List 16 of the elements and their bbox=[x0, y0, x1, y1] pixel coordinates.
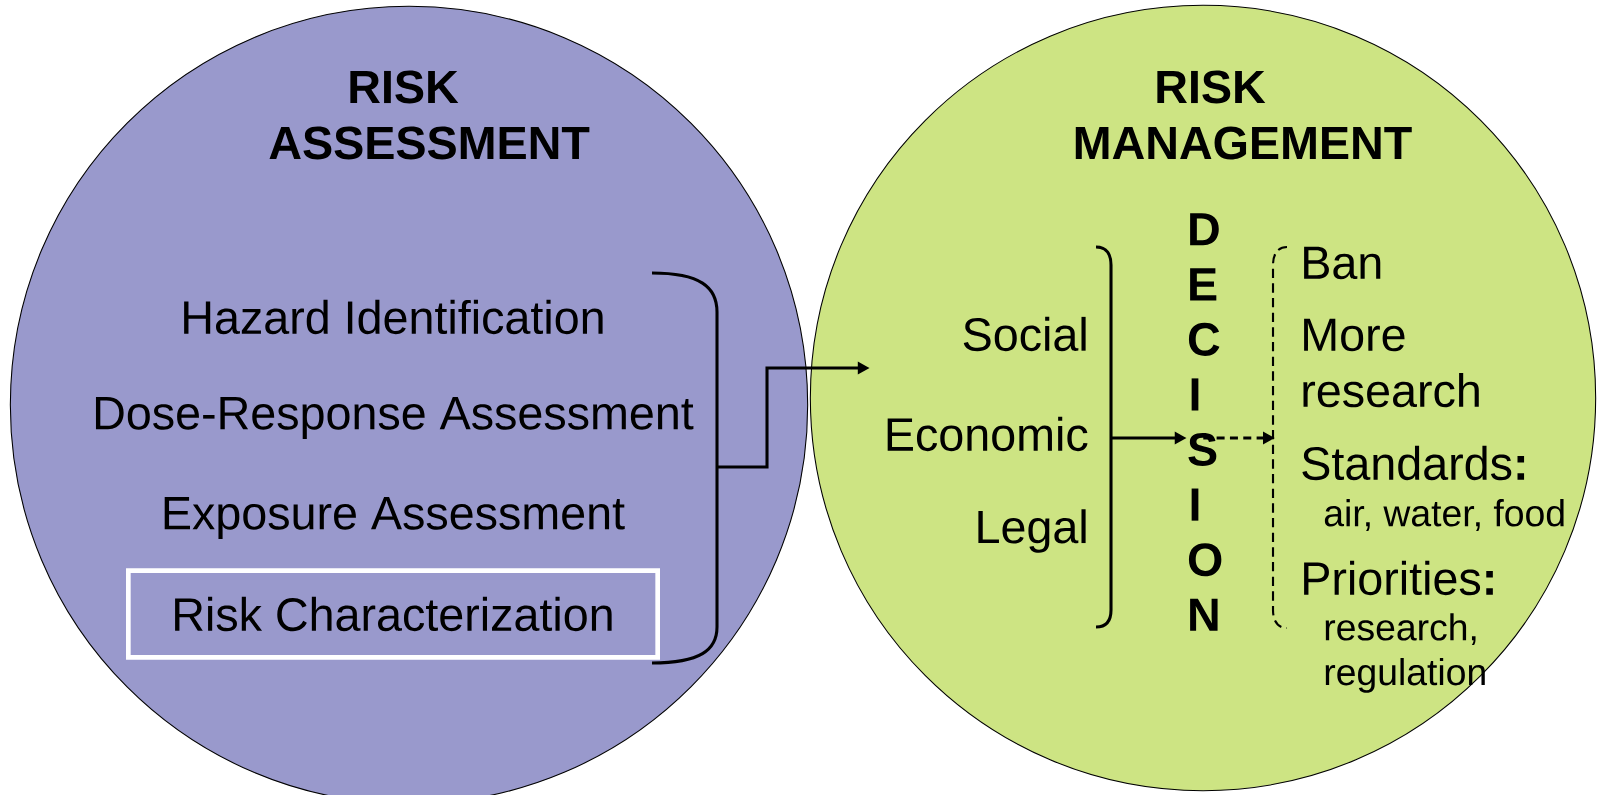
list-item: Dose-Response Assessment bbox=[95, 397, 694, 439]
option-label: Standards: bbox=[1302, 445, 1525, 481]
factor-label: Social bbox=[963, 316, 1086, 352]
option-label: Priorities: bbox=[1304, 560, 1493, 596]
list-item: Hazard Identification bbox=[184, 299, 603, 335]
heading: RISK ASSESSMENT bbox=[269, 70, 590, 160]
highlight-box: Risk Characterization bbox=[126, 568, 660, 660]
list-item: Exposure Assessment bbox=[164, 497, 625, 539]
option-label: Ban bbox=[1304, 246, 1381, 280]
option-label: More research bbox=[1303, 318, 1479, 408]
factor-label: Economic bbox=[887, 416, 1088, 452]
vertical-word: DECISION bbox=[1188, 213, 1222, 631]
option-detail: air, water, food bbox=[1324, 499, 1564, 531]
option-detail: research, regulation bbox=[1325, 613, 1485, 693]
heading: RISK MANAGEMENT bbox=[1075, 70, 1412, 160]
factor-label: Legal bbox=[978, 509, 1086, 553]
